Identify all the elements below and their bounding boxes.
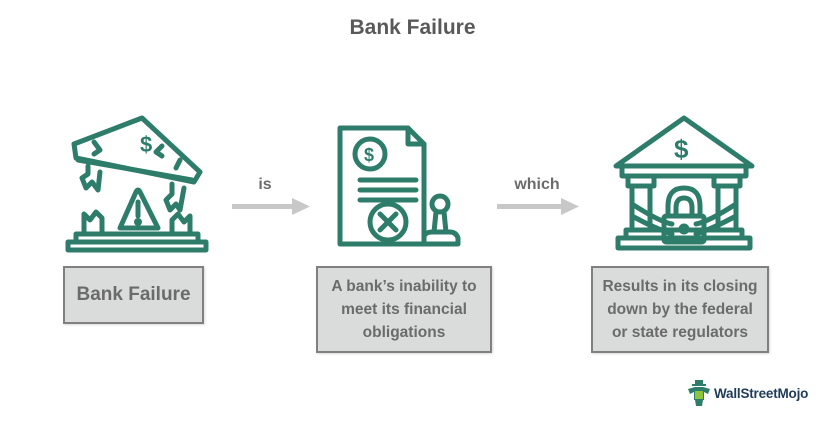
svg-text:$: $	[674, 134, 689, 164]
step-box-result: Results in its closing down by the feder…	[591, 266, 769, 353]
wallstreetmojo-logo-icon	[688, 380, 710, 406]
step-text: Bank Failure	[76, 284, 191, 305]
connector-label-which: which	[514, 176, 560, 193]
step-text-line: A bank’s inability to	[331, 278, 477, 295]
step-text-line: obligations	[362, 324, 446, 341]
step-box-bank-failure: Bank Failure	[63, 266, 204, 324]
step-text-line: meet its financial	[341, 301, 467, 318]
brand-name: WallStreetMojo	[714, 385, 809, 401]
step-box-definition: A bank’s inability to meet its financial…	[316, 266, 492, 353]
arrow-right-icon	[497, 198, 579, 215]
broken-bank-warning-icon: $	[65, 115, 209, 253]
step-text-line: down by the federal	[607, 301, 753, 318]
page-title: Bank Failure	[349, 16, 476, 39]
step-text-line: Results in its closing	[602, 278, 758, 295]
connector-label-is: is	[258, 176, 272, 193]
svg-text:$: $	[364, 145, 374, 165]
rejected-document-stamp-icon: $	[337, 125, 461, 247]
brand-logo: WallStreetMojo	[688, 380, 808, 406]
svg-text:$: $	[140, 132, 152, 157]
step-text-line: or state regulators	[611, 324, 749, 341]
arrow-right-icon	[232, 198, 310, 215]
locked-bank-icon: $	[613, 115, 755, 251]
